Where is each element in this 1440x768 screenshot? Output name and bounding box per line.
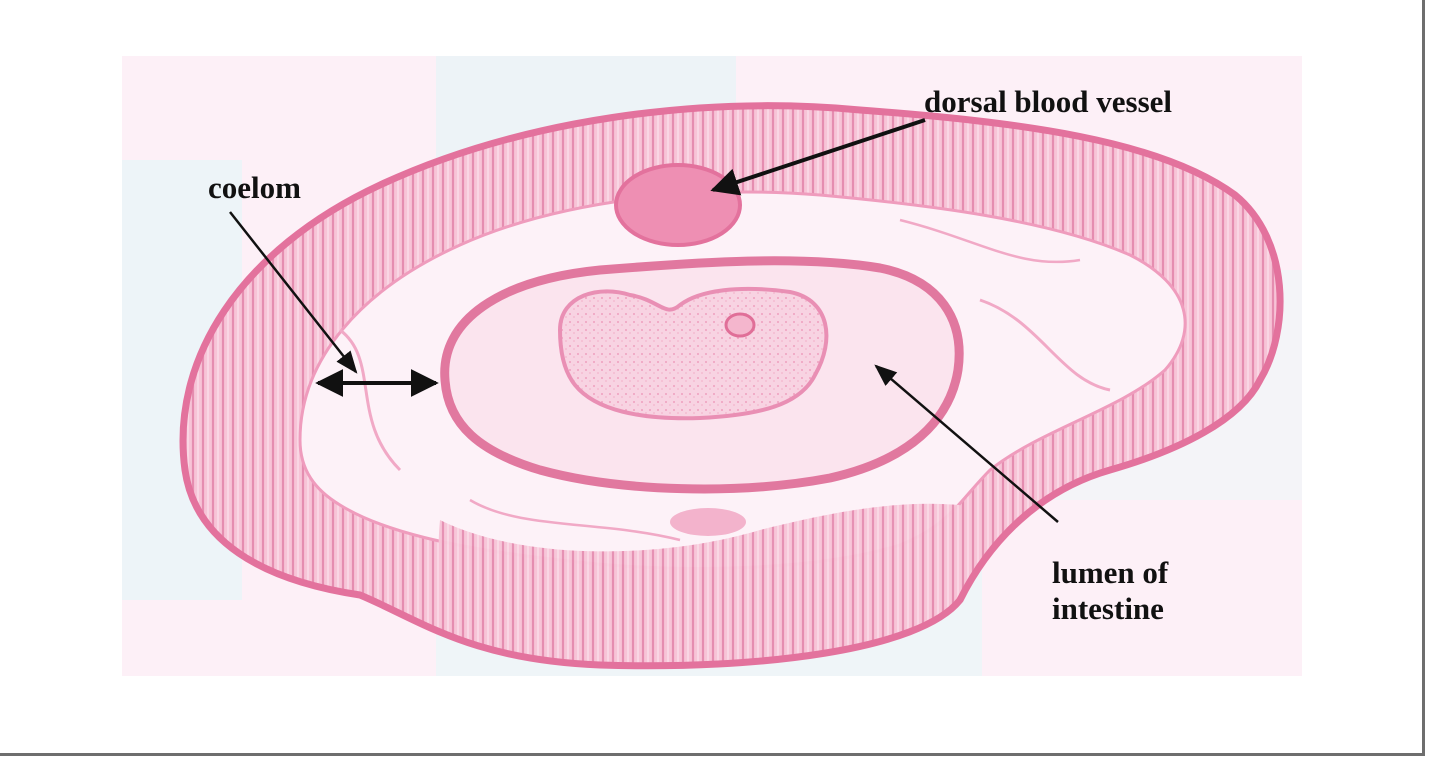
- lumen-label-line-1: lumen of: [1052, 555, 1169, 590]
- lumen-of-intestine-label: lumen of intestine: [1052, 555, 1168, 627]
- lumen-label-line-2: intestine: [1052, 591, 1164, 626]
- dorsal-blood-vessel: [614, 163, 742, 247]
- dorsal-vessel-pointer-arrow: [710, 118, 926, 196]
- coelom-label: coelom: [208, 170, 301, 205]
- dorsal-blood-vessel-label: dorsal blood vessel: [924, 84, 1173, 119]
- lumen-pointer-arrow: [874, 364, 1059, 523]
- annotation-arrows: [229, 118, 1059, 523]
- ventral-tissue: [438, 503, 960, 644]
- intestine: [440, 256, 964, 494]
- coelom-pointer-arrow: [229, 211, 358, 374]
